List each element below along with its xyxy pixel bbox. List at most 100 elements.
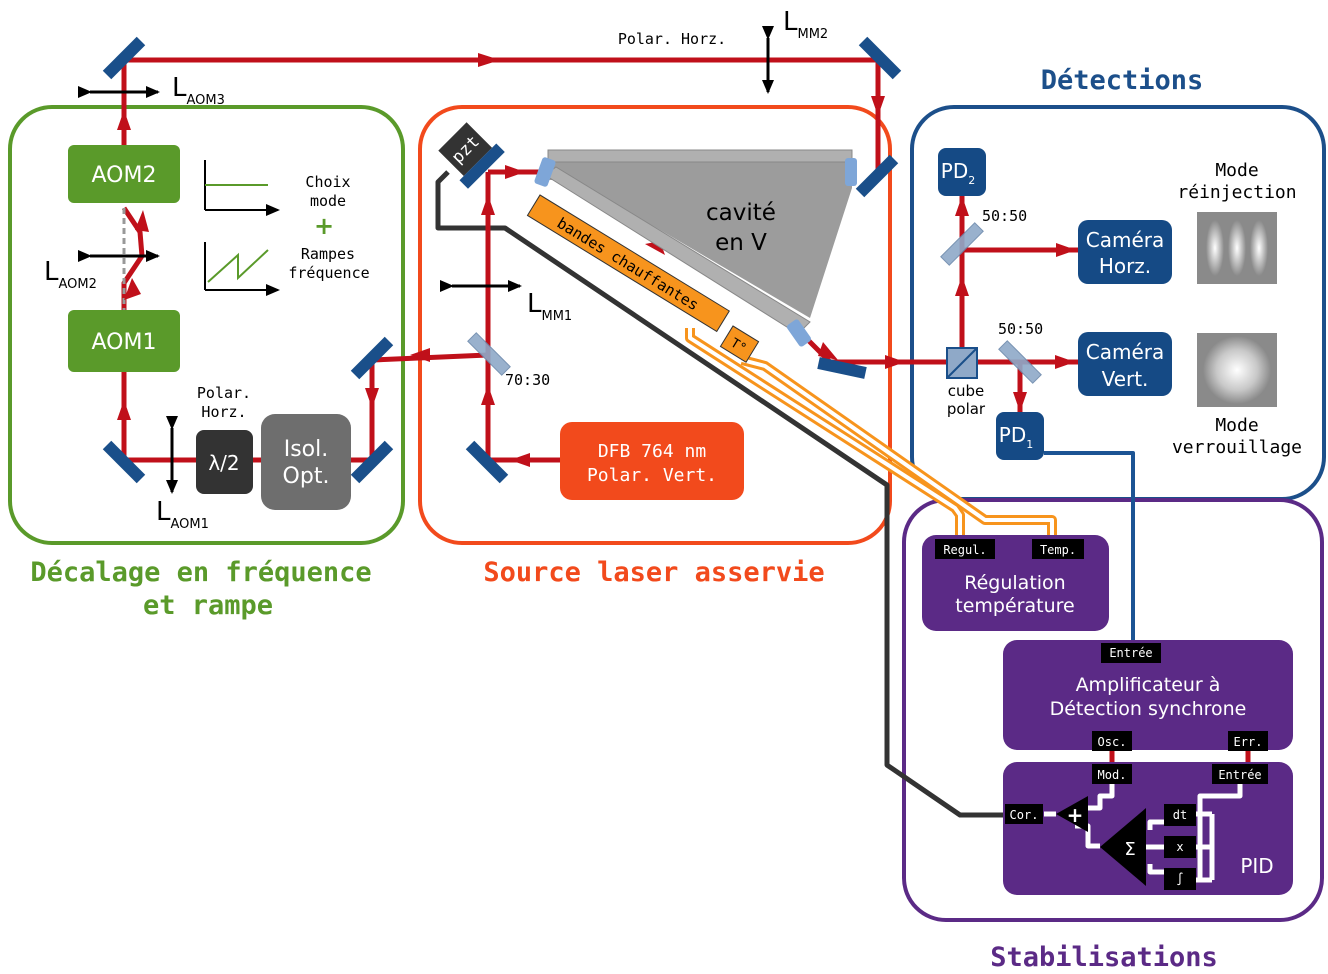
splitter-50-50-top: [940, 222, 984, 266]
lens-mm2-label: LMM2: [783, 7, 828, 42]
aom2-box: [68, 145, 180, 203]
stabilisations-section-title: Stabilisations: [990, 942, 1218, 973]
amplifier-label-2: Détection synchrone: [1050, 698, 1247, 720]
regulator-label-1: Régulation: [964, 572, 1065, 594]
optical-isolator: [261, 414, 351, 510]
camera-vert-label-1: Caméra: [1086, 340, 1165, 364]
pzt-actuator: pzt: [438, 122, 505, 189]
pid-integral-label: ∫: [1176, 872, 1183, 886]
half-wave-plate: [196, 430, 253, 494]
half-wave-plate-label: λ/2: [208, 451, 239, 475]
cavity-label-2: en V: [715, 230, 767, 256]
pd2-box: [938, 148, 986, 196]
cor-port-label: Cor.: [1010, 808, 1039, 822]
cavity-mirror-bottom: [786, 319, 812, 347]
mode-reinjection-label-2: réinjection: [1177, 182, 1296, 203]
osc-port-label: Osc.: [1098, 735, 1127, 749]
pid-sigma: Σ: [1124, 839, 1135, 860]
cor-port: [1005, 804, 1043, 824]
cube-polar-label-2: polar: [947, 400, 986, 418]
cube-polar-label-1: cube: [948, 382, 985, 400]
pid-derivative: [1164, 804, 1196, 826]
choix-mode-label-1: Choix: [305, 173, 350, 191]
optical-isolator-label-2: Opt.: [283, 464, 330, 489]
osc-port: [1092, 731, 1132, 751]
stabilisations-section: [902, 498, 1324, 922]
cavity-label-1: cavité: [706, 200, 776, 226]
frequency-ramp-graph: [204, 242, 280, 296]
mirror-top-right: [858, 36, 902, 80]
dfb-label-2: Polar. Vert.: [587, 465, 717, 486]
laser-source-section: [418, 105, 892, 545]
frequency-section-title-line2: et rampe: [143, 590, 273, 621]
amplifier-label-1: Amplificateur à: [1076, 674, 1221, 696]
pid-input-port: [1212, 764, 1268, 784]
amp-input-port: [1101, 643, 1161, 663]
locking-mode-image: [1197, 333, 1277, 407]
mirror-top-left: [102, 36, 146, 80]
mirror-isolator-bottom: [350, 440, 394, 484]
temp-port: [1032, 539, 1084, 559]
splitter-70-30-label: 70:30: [505, 371, 550, 389]
splitter-70-30: [467, 332, 511, 376]
source-section-title: Source laser asservie: [483, 557, 824, 588]
pid-derivative-label: dt: [1173, 808, 1187, 822]
dfb-label-1: DFB 764 nm: [598, 441, 706, 462]
pid-integral: [1164, 868, 1196, 890]
regul-port-label: Regul.: [943, 543, 986, 557]
aom2-label: AOM2: [92, 163, 157, 188]
frequency-shift-section: [8, 105, 405, 545]
polar-horz-top-label: Polar. Horz.: [618, 30, 726, 48]
camera-vert-label-2: Vert.: [1102, 367, 1149, 391]
regul-port: [935, 539, 995, 559]
mod-port-label: Mod.: [1098, 768, 1127, 782]
pid-summing-node: [1056, 796, 1088, 832]
splitter-50-50-bottom-label: 50:50: [998, 320, 1043, 338]
err-port: [1228, 731, 1268, 751]
temp-port-label: Temp.: [1040, 543, 1076, 557]
temperature-sensor: T°: [719, 325, 760, 363]
polarizing-cube: [946, 347, 978, 379]
mode-locking-label-2: verrouillage: [1172, 437, 1302, 458]
cavity-mirror-left: [534, 157, 556, 187]
frequency-section-title-line1: Décalage en fréquence: [30, 557, 371, 588]
mirror-cavity-output: [817, 357, 867, 379]
camera-horz-box: [1078, 220, 1172, 284]
plus-sign: +: [314, 212, 334, 240]
beamsplitters: [467, 222, 1042, 384]
pid-label: PID: [1240, 854, 1273, 878]
cavity-top-bar: [547, 149, 853, 163]
pd1-label: PD1: [999, 423, 1033, 451]
mirror-bottom-left: [102, 440, 146, 484]
temp-wire-inner: [741, 358, 1054, 540]
polar-horz-left-2: Horz.: [201, 403, 246, 421]
pid-summing-plus: +: [1067, 803, 1084, 827]
regulator-label-2: température: [955, 595, 1074, 617]
mode-reinjection-label-1: Mode: [1215, 160, 1258, 181]
rampes-label-1: Rampes: [301, 245, 355, 263]
lens-aom1-label: LAOM1: [156, 497, 209, 532]
splitter-50-50-bottom: [998, 340, 1042, 384]
pid-sigma-node: [1100, 808, 1146, 886]
lens-aom3-label: LAOM3: [172, 73, 225, 108]
pd1-signal-cable: [1044, 451, 1135, 643]
choix-mode-label-2: mode: [310, 192, 346, 210]
camera-vert-box: [1078, 332, 1172, 396]
camera-horz-label-1: Caméra: [1086, 228, 1165, 252]
cavity-mirror-right: [845, 158, 857, 186]
mirrors: [102, 36, 902, 484]
mode-choice-graph: [204, 160, 280, 216]
mirror-cavity-right: [855, 154, 899, 198]
mode-locking-label-1: Mode: [1215, 415, 1258, 436]
cables: [435, 170, 1135, 818]
mirror-isolator-top: [350, 336, 394, 380]
lenses: [78, 26, 774, 494]
aom1-box: [68, 310, 180, 372]
v-cavity-body: [548, 152, 852, 318]
mirror-source-bottom: [465, 440, 509, 484]
camera-horz-label-2: Horz.: [1099, 254, 1151, 278]
lock-in-amplifier: [1003, 640, 1293, 750]
dfb-laser: [560, 422, 744, 500]
pid-input-port-label: Entrée: [1218, 768, 1261, 782]
